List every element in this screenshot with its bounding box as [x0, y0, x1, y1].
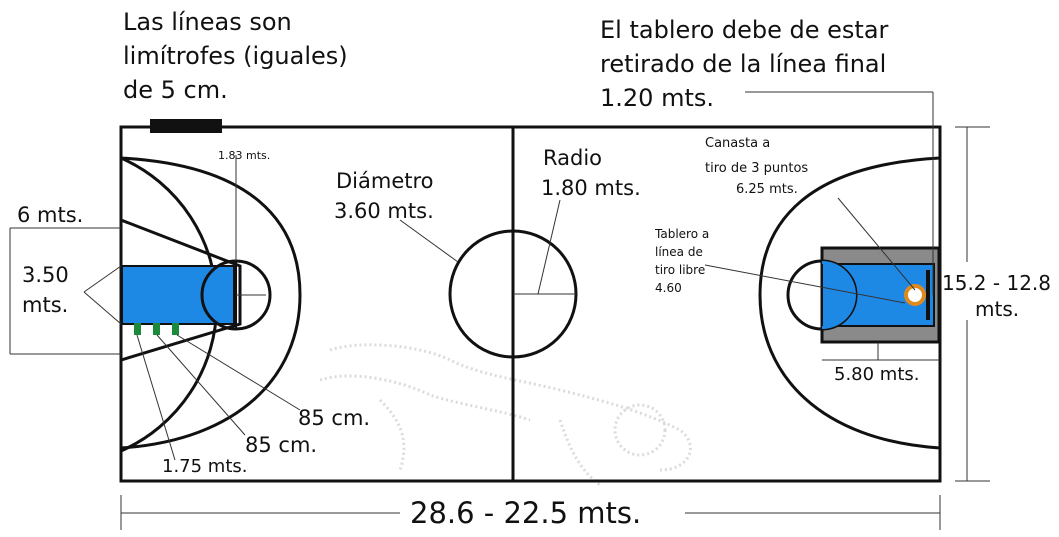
label-350: 3.50 mts.	[22, 263, 75, 317]
three-point-line2: tiro de 3 puntos	[705, 161, 808, 176]
court-boundary	[119, 125, 942, 483]
label-three-point: Canasta a tiro de 3 puntos 6.25 mts.	[705, 136, 812, 197]
radius-pointer	[537, 199, 561, 295]
diameter-pointer	[399, 219, 459, 263]
label-85cm-2: 85 cm.	[245, 433, 317, 457]
label-width: 15.2 - 12.8 mts.	[942, 271, 1057, 321]
three-point-line3: 6.25 mts.	[736, 182, 798, 197]
lines-note-line3: de 5 cm.	[123, 76, 228, 104]
hoop-icon	[904, 284, 926, 306]
label-length: 28.6 - 22.5 mts.	[410, 496, 641, 530]
label-radius: Radio 1.80 mts.	[541, 146, 641, 200]
backboard-note-line2: retirado de la línea final	[600, 50, 886, 78]
radius-line1: Radio	[543, 146, 602, 170]
lines-note-line1: Las líneas son	[123, 8, 292, 36]
backboard-ft-line4: 4.60	[655, 281, 682, 295]
backboard-ft-line1: Tablero a	[654, 227, 709, 241]
right-free-throw-fill-cover	[822, 261, 856, 329]
spacing-pointer-3	[136, 334, 176, 461]
three-point-pointer	[837, 197, 916, 291]
spacing-pointer-1	[176, 334, 301, 411]
width-line2: mts.	[975, 297, 1019, 321]
left-free-throw-dashed	[235, 260, 271, 330]
lane-marker-1	[134, 323, 141, 335]
left-three-point-arc-outer	[120, 156, 302, 450]
label-183: 1.83 mts.	[218, 149, 270, 162]
label-85cm-1: 85 cm.	[298, 406, 370, 430]
radius-line2: 1.80 mts.	[541, 176, 641, 200]
lines-note-line2: limítrofes (iguales)	[123, 42, 348, 70]
lane-width-line2: mts.	[22, 293, 68, 317]
diameter-line2: 3.60 mts.	[334, 199, 434, 223]
label-key-length: 5.80 mts.	[834, 364, 920, 385]
player-silhouette	[319, 343, 692, 487]
backboard-note-line1: El tablero debe de estar	[600, 16, 889, 44]
lane-pointer-1	[83, 265, 122, 293]
lines-note: Las líneas son limítrofes (iguales) de 5…	[123, 8, 355, 104]
label-6mts: 6 mts.	[17, 203, 83, 227]
lane-marker-2	[153, 323, 160, 335]
backboard-ft-line3: tiro libre	[655, 263, 705, 277]
line-width-marker	[150, 119, 222, 133]
right-three-point-arc	[758, 156, 941, 450]
label-backboard-ft: Tablero a línea de tiro libre 4.60	[654, 227, 713, 295]
backboard-ft-line2: línea de	[655, 245, 703, 259]
lane-width-line1: 3.50	[22, 263, 69, 287]
diameter-line1: Diámetro	[336, 169, 434, 193]
backboard-note-line3: 1.20 mts.	[600, 84, 714, 112]
lane-marker-3	[172, 323, 179, 335]
ft-pointer	[704, 264, 906, 304]
lane-pointer-2	[83, 291, 122, 325]
left-lane-fill	[121, 265, 235, 325]
label-175: 1.75 mts.	[162, 456, 248, 477]
backboard-note: El tablero debe de estar retirado de la …	[600, 16, 896, 112]
three-point-line1: Canasta a	[705, 136, 770, 151]
spacing-pointer-2	[156, 334, 246, 436]
label-diameter: Diámetro 3.60 mts.	[334, 169, 440, 223]
width-line1: 15.2 - 12.8	[942, 271, 1051, 295]
